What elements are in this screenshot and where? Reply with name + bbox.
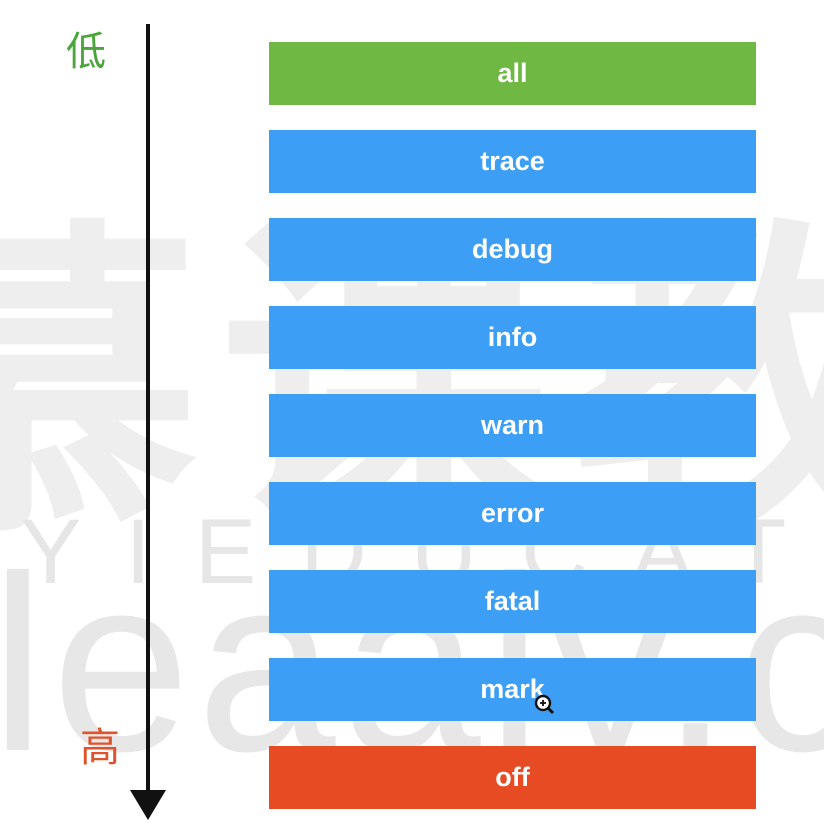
level-all: all bbox=[269, 42, 756, 105]
level-label: fatal bbox=[484, 586, 541, 616]
level-warn: warn bbox=[269, 394, 756, 457]
level-error: error bbox=[269, 482, 756, 545]
level-label: warn bbox=[480, 410, 545, 440]
high-label: 高 bbox=[80, 725, 120, 771]
level-label: debug bbox=[472, 234, 553, 264]
level-debug: debug bbox=[269, 218, 756, 281]
level-label: info bbox=[487, 322, 538, 352]
direction-arrow bbox=[130, 24, 166, 820]
level-label: error bbox=[480, 498, 545, 528]
level-label: off bbox=[495, 762, 530, 792]
level-info: info bbox=[269, 306, 756, 369]
level-label: mark bbox=[480, 674, 545, 704]
level-fatal: fatal bbox=[269, 570, 756, 633]
level-list: all trace debug info warn error fatal ma… bbox=[269, 42, 756, 834]
low-label: 低 bbox=[66, 29, 106, 75]
level-label: all bbox=[497, 58, 528, 88]
level-label: trace bbox=[480, 146, 545, 176]
level-trace: trace bbox=[269, 130, 756, 193]
level-off: off bbox=[269, 746, 756, 809]
level-mark: mark bbox=[269, 658, 756, 721]
zoom-cursor-icon bbox=[534, 694, 555, 715]
